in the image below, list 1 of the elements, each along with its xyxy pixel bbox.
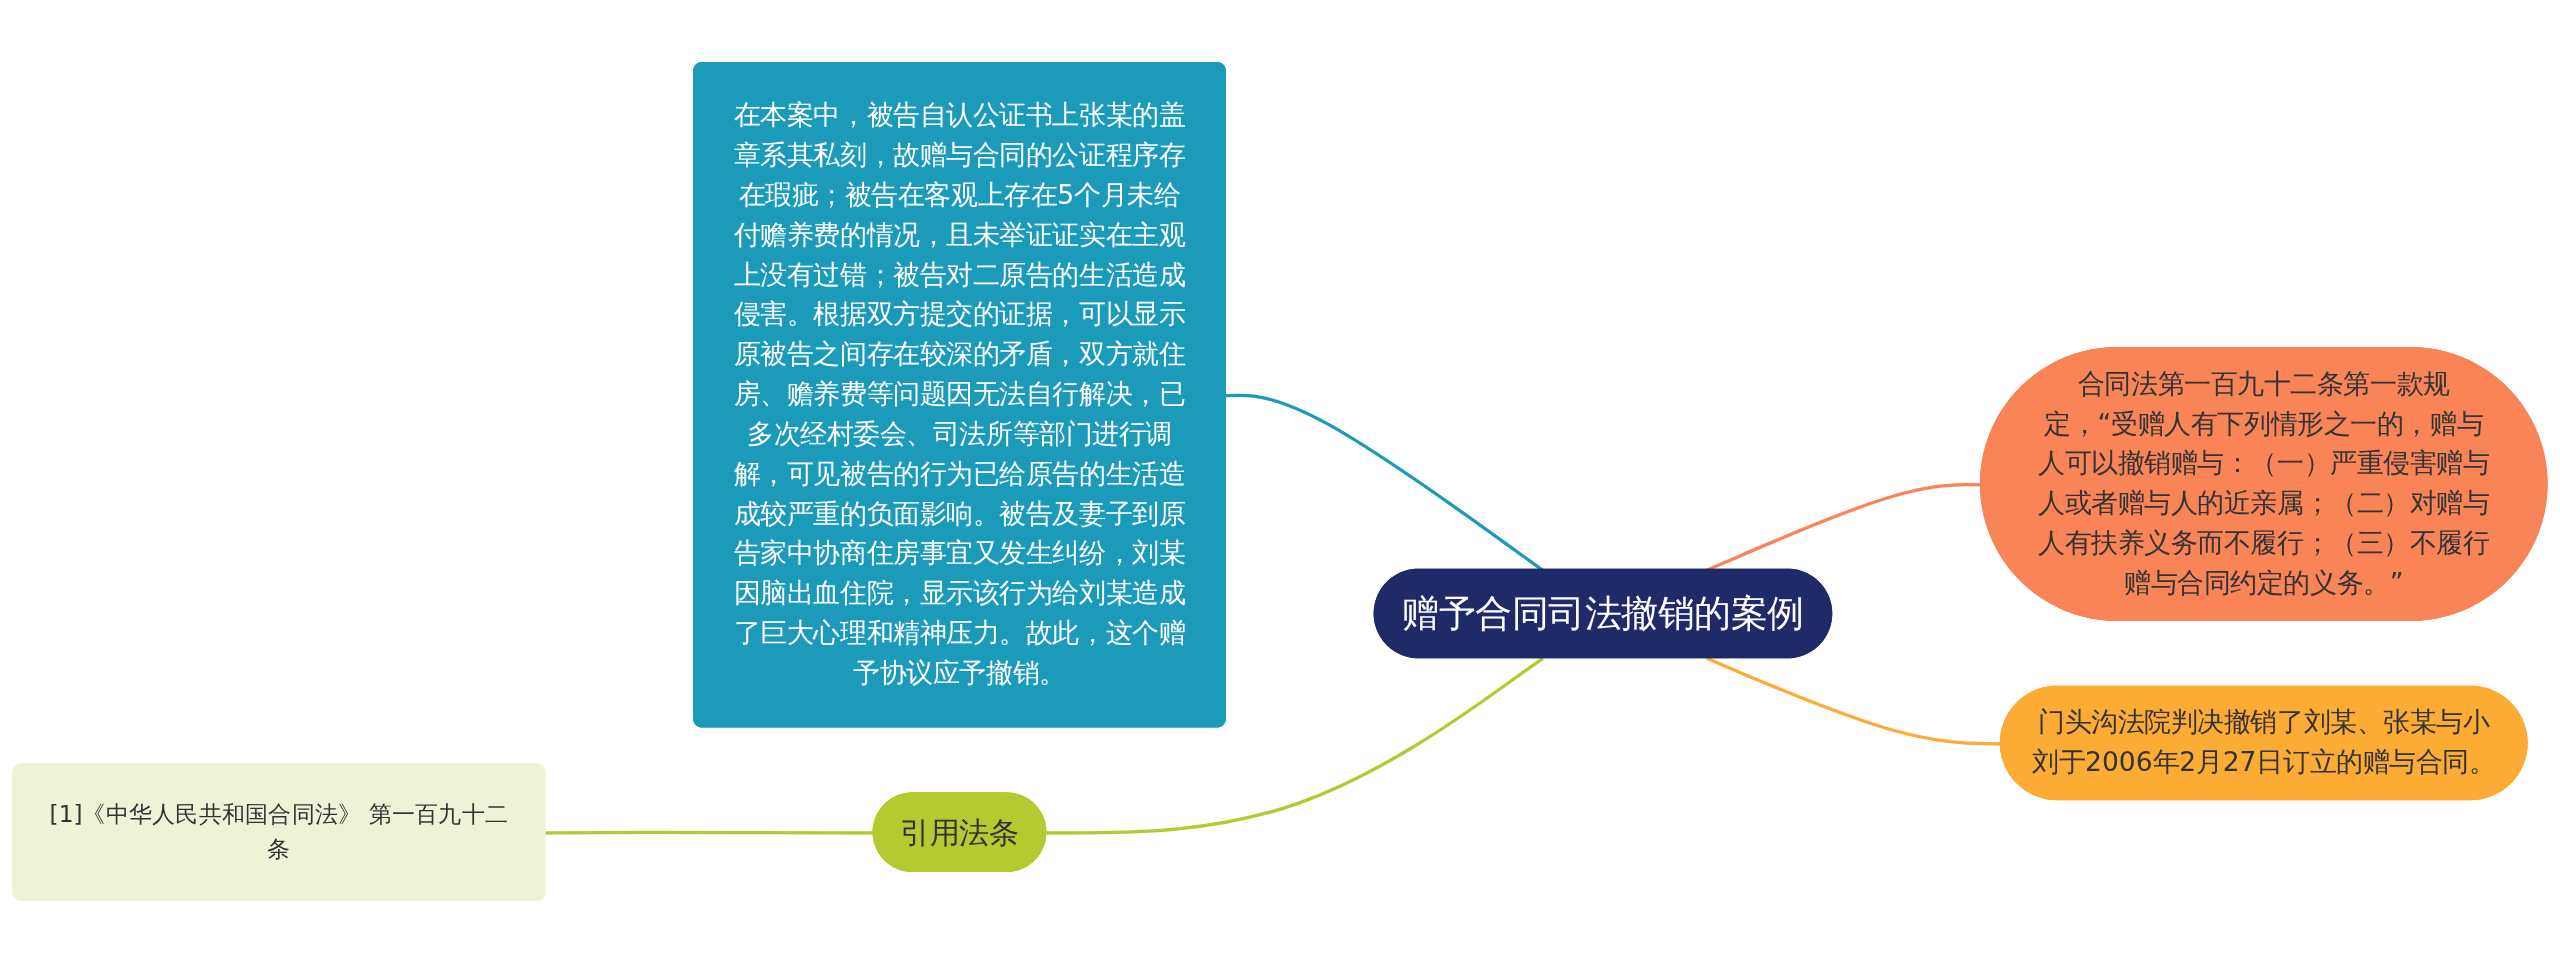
connector: [1046, 656, 1544, 835]
